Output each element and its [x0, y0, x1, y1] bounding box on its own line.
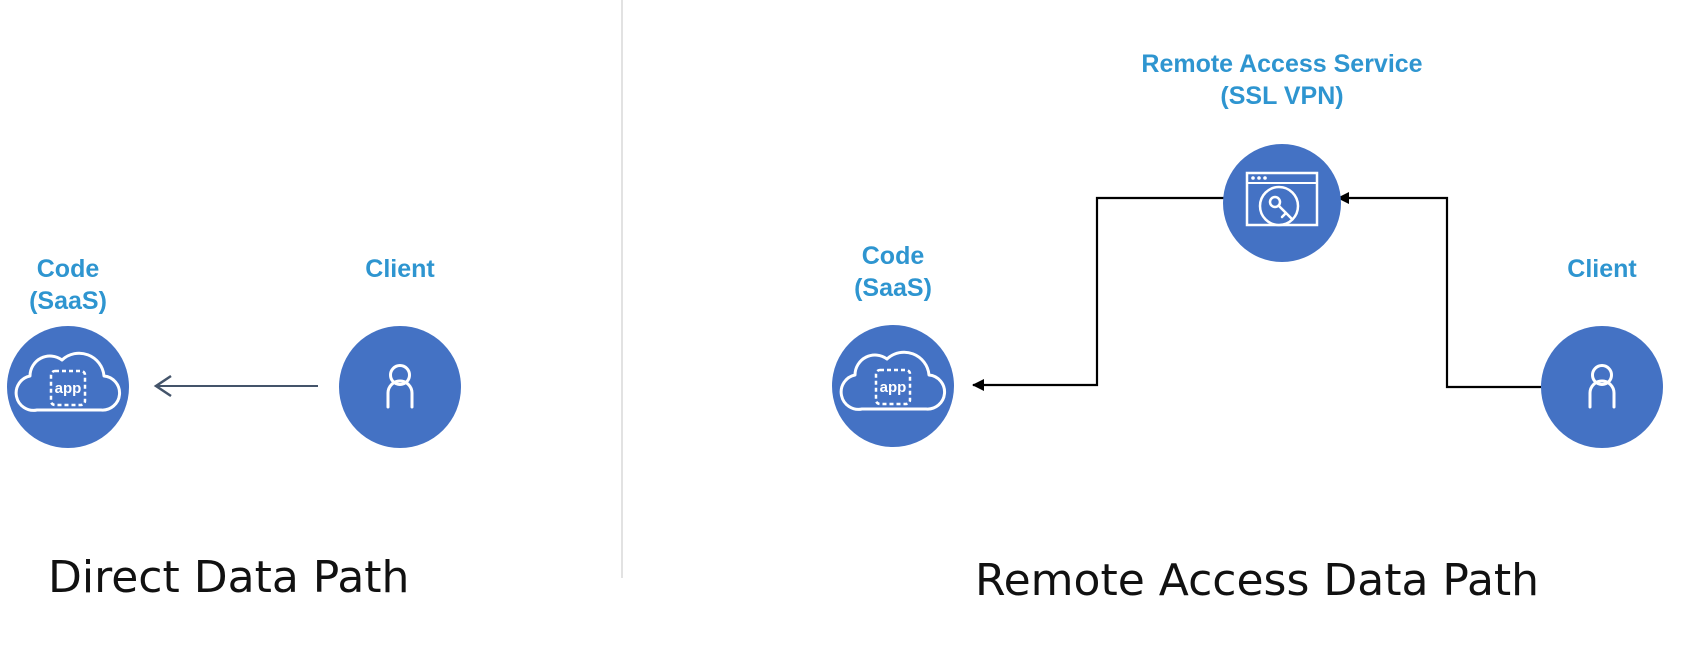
direct-client-label: Client	[340, 253, 460, 285]
remote-client-label: Client	[1542, 253, 1662, 285]
remote-arrow-service-to-code	[972, 196, 1225, 391]
user-icon	[386, 364, 414, 409]
remote-code-label-line1: Code	[861, 242, 925, 270]
direct-code-node: app	[7, 326, 129, 448]
remote-client-label-text: Client	[1567, 255, 1637, 283]
direct-client-label-text: Client	[365, 255, 435, 283]
direct-code-label-line2: (SaaS)	[29, 287, 107, 315]
remote-service-node	[1223, 144, 1341, 262]
remote-code-label-line2: (SaaS)	[854, 274, 932, 302]
direct-code-label-line1: Code	[36, 255, 100, 283]
app-icon-text: app	[55, 380, 82, 397]
user-icon	[1588, 364, 1616, 409]
remote-path-title: Remote Access Data Path	[975, 555, 1540, 606]
remote-client-node	[1541, 326, 1663, 448]
remote-service-label-line2: (SSL VPN)	[1220, 82, 1344, 110]
remote-code-label: Code (SaaS)	[833, 240, 953, 304]
remote-service-label-line1: Remote Access Service	[1141, 50, 1423, 78]
remote-arrow-client-to-service	[1337, 192, 1541, 389]
direct-arrow	[153, 374, 318, 398]
cloud-app-icon: app	[14, 351, 121, 412]
remote-service-label: Remote Access Service (SSL VPN)	[1082, 48, 1482, 112]
direct-client-node	[339, 326, 461, 448]
cloud-app-icon: app	[839, 350, 946, 411]
remote-code-node: app	[832, 325, 954, 447]
direct-path-title: Direct Data Path	[48, 552, 410, 603]
browser-key-icon	[1245, 171, 1319, 227]
app-icon-text: app	[880, 379, 907, 396]
direct-code-label: Code (SaaS)	[8, 253, 128, 317]
